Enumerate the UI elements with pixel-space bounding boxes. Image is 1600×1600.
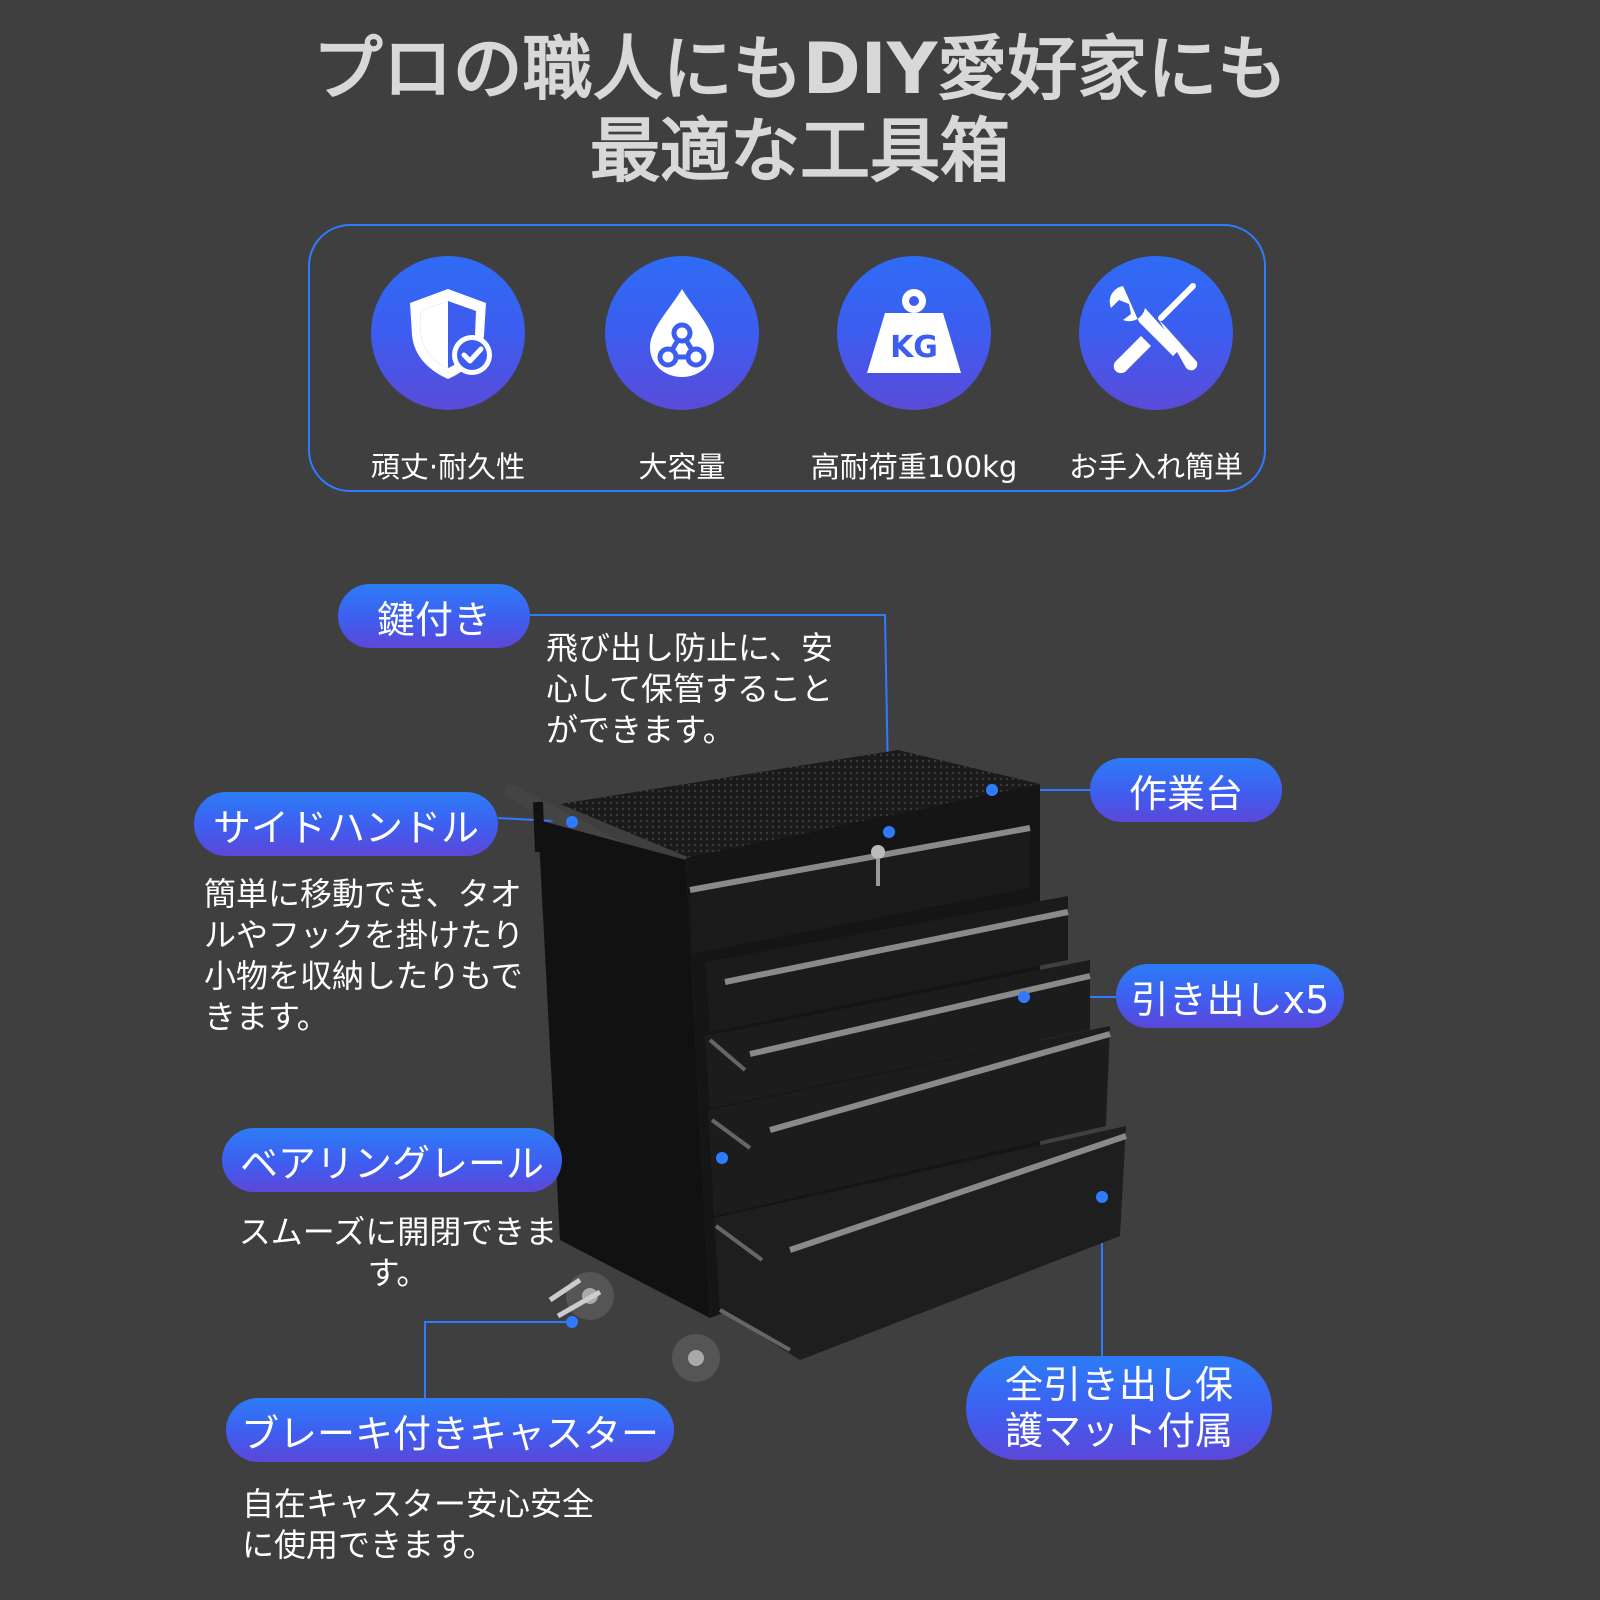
mat-label-line: 全引き出し保 bbox=[1004, 1363, 1233, 1407]
rail-marker bbox=[716, 1152, 728, 1164]
mat-label-line: 護マット付属 bbox=[1004, 1409, 1233, 1453]
feature-label: 大容量 bbox=[638, 450, 726, 484]
desc-line: 自在キャスター安心安全 bbox=[242, 1485, 595, 1523]
feature-maintenance: お手入れ簡単 bbox=[1046, 256, 1266, 486]
desc-line: スムーズに開閉できま bbox=[238, 1213, 558, 1251]
drawers-marker bbox=[1018, 991, 1030, 1003]
desc-line: す。 bbox=[367, 1254, 429, 1292]
desc-line: きます。 bbox=[204, 998, 329, 1036]
desc-line: 簡単に移動でき、タオ bbox=[204, 875, 522, 913]
handle-label: サイドハンドル bbox=[194, 792, 498, 856]
feature-label: お手入れ簡単 bbox=[1068, 450, 1243, 484]
shield-check-icon bbox=[371, 256, 525, 410]
desc-line: ルやフックを掛けたり bbox=[204, 916, 525, 954]
caster-description: 自在キャスター安心安全 に使用できます。 bbox=[242, 1484, 594, 1566]
water-drop-icon bbox=[605, 256, 759, 410]
desc-line: に使用できます。 bbox=[242, 1526, 495, 1564]
feature-label: 高耐荷重100kg bbox=[810, 450, 1018, 484]
features-panel: 頑丈·耐久性 大容量 KG 高耐荷重100kg bbox=[308, 224, 1266, 492]
lock-description: 飛び出し防止に、安 心して保管すること ができます。 bbox=[546, 628, 833, 751]
rail-label: ベアリングレール bbox=[222, 1128, 562, 1192]
wrench-screwdriver-icon bbox=[1079, 256, 1233, 410]
feature-load: KG 高耐荷重100kg bbox=[804, 256, 1024, 486]
tool-cart-image bbox=[505, 750, 1127, 1382]
desc-line: 小物を収納したりもで bbox=[204, 957, 523, 995]
worktop-marker bbox=[986, 784, 998, 796]
feature-label: 頑丈·耐久性 bbox=[370, 450, 526, 484]
title-line-1: プロの職人にもDIY愛好家にも bbox=[312, 28, 1288, 110]
feature-durability: 頑丈·耐久性 bbox=[338, 256, 558, 486]
mat-marker bbox=[1096, 1191, 1108, 1203]
caster-marker bbox=[566, 1316, 578, 1328]
handle-description: 簡単に移動でき、タオ ルやフックを掛けたり 小物を収納したりもで きます。 bbox=[204, 874, 524, 1038]
kg-text: KG bbox=[890, 330, 938, 365]
worktop-label: 作業台 bbox=[1090, 758, 1282, 822]
desc-line: 飛び出し防止に、安 bbox=[546, 629, 834, 667]
drawers-label: 引き出しx5 bbox=[1116, 964, 1344, 1028]
desc-line: 心して保管すること bbox=[546, 670, 834, 708]
weight-kg-icon: KG bbox=[837, 256, 991, 410]
handle-marker bbox=[566, 816, 578, 828]
page-title: プロの職人にもDIY愛好家にも 最適な工具箱 bbox=[0, 28, 1600, 192]
lock-marker bbox=[883, 826, 895, 838]
desc-line: ができます。 bbox=[546, 711, 735, 749]
caster-label: ブレーキ付きキャスター bbox=[226, 1398, 674, 1462]
lock-label: 鍵付き bbox=[338, 584, 530, 648]
feature-capacity: 大容量 bbox=[572, 256, 792, 486]
mat-label: 全引き出し保 護マット付属 bbox=[966, 1356, 1272, 1460]
rail-description: スムーズに開閉できま す。 bbox=[222, 1212, 574, 1294]
title-line-2: 最適な工具箱 bbox=[590, 110, 1010, 192]
